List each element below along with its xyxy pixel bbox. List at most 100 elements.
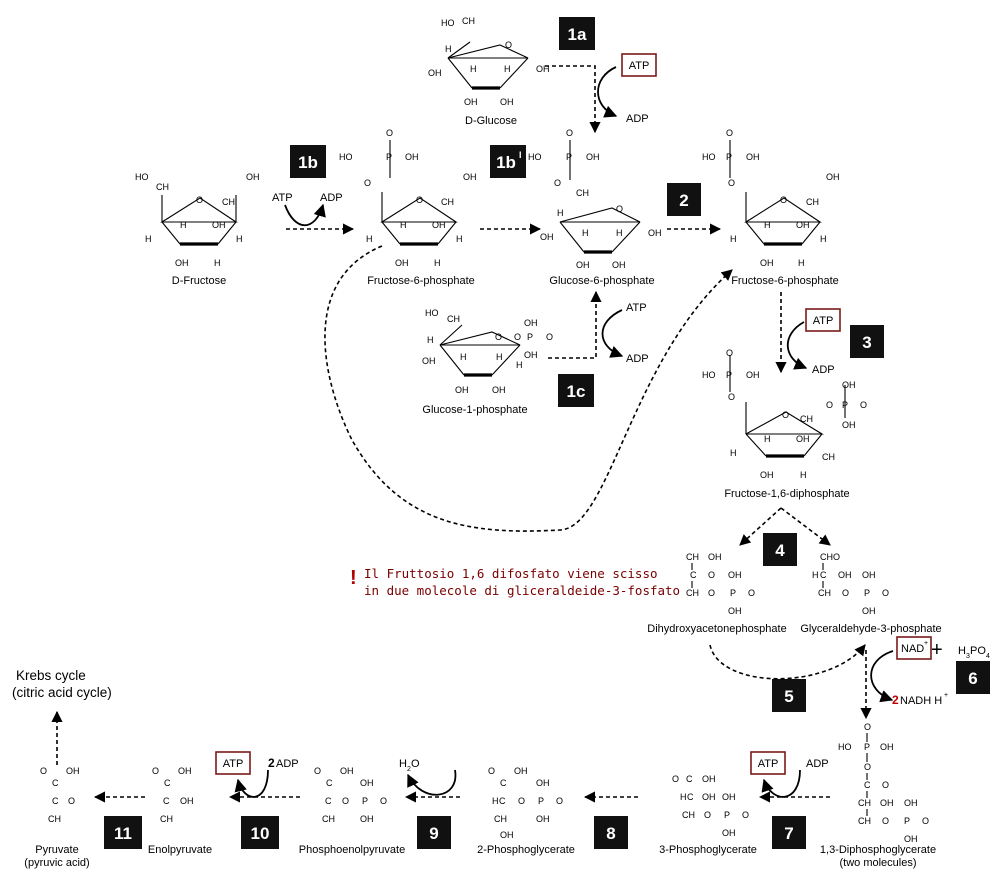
- atom: O: [495, 332, 502, 342]
- atom: CH: [858, 798, 871, 808]
- atom: OH: [463, 172, 477, 182]
- atom: C: [326, 778, 333, 788]
- h3po4: H: [958, 645, 966, 657]
- atom: OH: [838, 570, 852, 580]
- atom: H: [800, 470, 807, 480]
- atom: H: [470, 64, 477, 74]
- atom: HO: [702, 152, 716, 162]
- atom: O: [704, 810, 711, 820]
- atom: O: [364, 178, 371, 188]
- nadh-count: 2: [892, 693, 899, 707]
- atom: OH: [586, 152, 600, 162]
- phosphoglycerate-2-label: 2-Phosphoglycerate: [477, 844, 575, 856]
- atom: H: [516, 360, 523, 370]
- atom: CH: [818, 588, 831, 598]
- atom: HO: [425, 308, 439, 318]
- enolpyruvate-label: Enolpyruvate: [148, 844, 212, 856]
- atom: O: [514, 332, 521, 342]
- atom: O: [616, 204, 623, 214]
- atom: O: [726, 348, 733, 358]
- atom: P: [538, 796, 544, 806]
- atom: OH: [702, 792, 716, 802]
- badge-10: 10: [241, 816, 279, 849]
- badge-3-label: 3: [862, 333, 871, 352]
- adp-10: ADP: [276, 758, 299, 770]
- atom: OH: [246, 172, 260, 182]
- adp-count: 2: [268, 756, 275, 770]
- note-line-1: Il Fruttosio 1,6 difosfato viene scisso: [364, 566, 658, 581]
- atom: CH: [800, 414, 813, 424]
- atom: H: [616, 228, 623, 238]
- atom: HO: [135, 172, 149, 182]
- atom: H: [400, 220, 407, 230]
- badge-5: 5: [772, 679, 806, 712]
- atp-1b: ATP: [272, 192, 293, 204]
- atom: OH: [708, 552, 722, 562]
- badge-1c-label: 1c: [567, 382, 586, 401]
- badge-1c: 1c: [558, 374, 594, 407]
- atom: OH: [180, 796, 194, 806]
- atom: CH: [322, 814, 335, 824]
- arrow-9-cofactor: [407, 769, 457, 796]
- arrow-curved-loop: [324, 245, 733, 532]
- atom: H: [236, 234, 243, 244]
- diphosphoglycerate-1-3-label: 1,3-Diphosphoglycerate: [820, 844, 936, 856]
- atom: O: [505, 40, 512, 50]
- diphosphoglycerate-1-3-note: (two molecules): [839, 857, 916, 869]
- glucose-6-phosphate-structure: HO P OH O O CH O H OH H H OH OH OH Gluco…: [528, 128, 662, 287]
- nad-box: [896, 636, 932, 660]
- glucose-1-phosphate-label: Glucose-1-phosphate: [422, 404, 527, 416]
- atom: OH: [842, 420, 856, 430]
- badge-7: 7: [772, 816, 806, 849]
- atom: H: [582, 228, 589, 238]
- atom: OH: [648, 228, 662, 238]
- arrow-4-left: [739, 507, 782, 546]
- atom: OH: [492, 385, 506, 395]
- badge-1a-label: 1a: [568, 25, 587, 44]
- atom: OH: [422, 356, 436, 366]
- fructose-6-phosphate-right-label: Fructose-6-phosphate: [731, 275, 839, 287]
- h3po4-sub3: 3: [966, 653, 970, 660]
- phosphoenolpyruvate-label: Phosphoenolpyruvate: [299, 844, 405, 856]
- atom: OH: [66, 766, 80, 776]
- atom: OH: [524, 350, 538, 360]
- badge-10-label: 10: [251, 824, 270, 843]
- atom: C: [52, 796, 59, 806]
- atom: C: [690, 570, 697, 580]
- atom: OH: [360, 814, 374, 824]
- glyceraldehyde-3-phosphate-structure: CHO H C OH CH O P O OH OH Glyceraldehyde…: [800, 552, 941, 635]
- atp-box-7: [750, 751, 786, 775]
- atom: H: [214, 258, 221, 268]
- arrow-1a-cofactor: [597, 66, 618, 118]
- reaction-arrows: [93, 65, 894, 803]
- note-line-2: in due molecole di gliceraldeide-3-fosfa…: [364, 583, 680, 598]
- pyruvate-note: (pyruvic acid): [24, 857, 89, 869]
- fructose-6-phosphate-left-structure: HO P OH O O CH OH O H H OH OH H H Fructo…: [339, 128, 477, 287]
- atp-box-10: [215, 751, 251, 775]
- atom: OH: [862, 570, 876, 580]
- atom: P: [527, 332, 533, 342]
- atom: H: [427, 335, 434, 345]
- atom: O: [728, 178, 735, 188]
- adp-1c: ADP: [626, 353, 649, 365]
- atom: P: [724, 810, 730, 820]
- dihydroxyacetonephosphate-label: Dihydroxyacetonephosphate: [647, 623, 786, 635]
- krebs-label-2: (citric acid cycle): [12, 685, 112, 700]
- atom: CH: [447, 314, 460, 324]
- atom: OH: [395, 258, 409, 268]
- atom: O: [728, 392, 735, 402]
- atom: CH: [222, 197, 235, 207]
- badge-6-label: 6: [968, 669, 977, 688]
- arrow-1c: [548, 290, 602, 359]
- atom: O: [518, 796, 525, 806]
- atom: O: [742, 810, 749, 820]
- diphosphoglycerate-1-3-structure: HO P OH O O C O CH OH CH O P O OH OH 1,3…: [820, 722, 936, 869]
- atom: O: [782, 410, 789, 420]
- atom: CH: [462, 16, 475, 26]
- arrow-4-right: [780, 507, 831, 546]
- badge-2: 2: [667, 183, 701, 216]
- badge-8: 8: [594, 816, 628, 849]
- fructose-6-phosphate-left-label: Fructose-6-phosphate: [367, 275, 475, 287]
- atom: CH: [160, 814, 173, 824]
